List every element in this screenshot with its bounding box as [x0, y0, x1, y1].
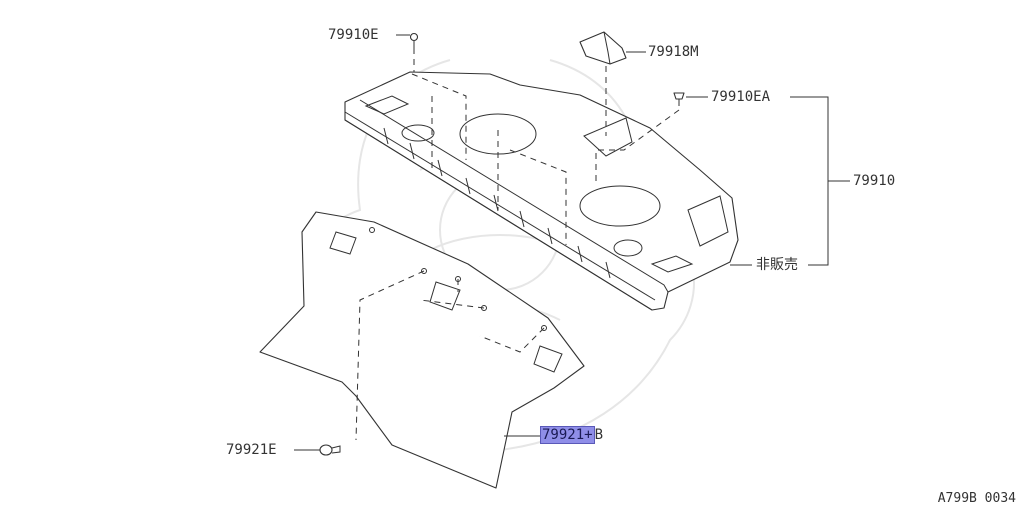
label-79910e: 79910E — [328, 27, 379, 43]
rear-shelf-panel — [344, 71, 739, 311]
label-79918m: 79918M — [648, 44, 699, 60]
leader-lines — [294, 34, 850, 451]
insulator-pad — [259, 211, 585, 489]
assembly-lines — [355, 48, 680, 441]
label-79910ea: 79910EA — [711, 89, 771, 105]
label-79921e: 79921E — [226, 442, 277, 458]
part-number-suffix: B — [594, 427, 604, 443]
label-79921b[interactable]: 79921+B — [540, 426, 604, 444]
label-not-sold: 非販売 — [756, 257, 798, 273]
clip-ea-part — [673, 92, 685, 106]
clip-top-part — [409, 32, 419, 48]
clip-bottom-part — [319, 444, 341, 456]
reference-code: A799B 0034 — [937, 491, 1016, 506]
bracket-part — [579, 31, 627, 65]
highlighted-part-number[interactable]: 79921+ — [540, 426, 595, 444]
label-79910: 79910 — [853, 173, 896, 189]
